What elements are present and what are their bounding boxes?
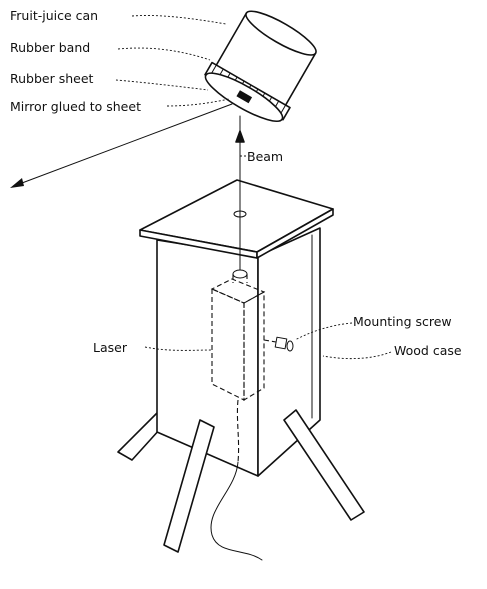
stand-front-right-leg [283, 409, 365, 521]
top-board [139, 179, 334, 259]
laser-beam-vertical [235, 115, 245, 271]
mirror [236, 90, 253, 104]
label-rubber-sheet: Rubber sheet [10, 71, 94, 86]
reflected-beam [10, 103, 233, 188]
fruit-juice-can [204, 10, 317, 122]
mounting-screw [263, 336, 294, 352]
laser-hidden [210, 269, 266, 463]
label-beam: Beam [247, 149, 283, 164]
stand-front-left-leg [163, 419, 215, 553]
label-mounting-screw: Mounting screw [353, 314, 452, 329]
leader-mirror [166, 98, 230, 107]
wood-case [156, 227, 321, 477]
leader-rubber-band [117, 47, 211, 61]
label-fruit-juice-can: Fruit-juice can [10, 8, 98, 23]
label-mirror: Mirror glued to sheet [10, 99, 141, 114]
label-wood-case: Wood case [394, 343, 462, 358]
label-laser: Laser [93, 340, 128, 355]
leader-fruit-juice-can [131, 15, 227, 25]
power-cord [210, 461, 263, 561]
leader-rubber-sheet [115, 79, 209, 91]
leader-laser [144, 346, 213, 351]
leader-mounting-screw [294, 322, 353, 341]
leader-wood-case [322, 351, 392, 360]
label-rubber-band: Rubber band [10, 40, 90, 55]
